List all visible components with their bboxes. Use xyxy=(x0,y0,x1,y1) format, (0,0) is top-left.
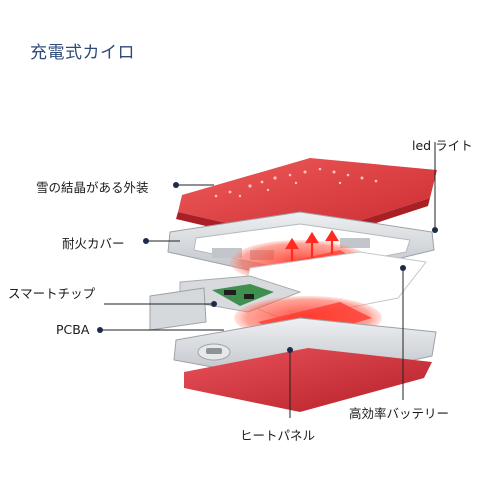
label-heat-panel: ヒートパネル xyxy=(240,428,316,443)
label-led-light: led ライト xyxy=(412,138,473,153)
bottom-red-plate xyxy=(184,348,432,412)
label-fireproof-cover: 耐火カバー xyxy=(62,236,125,251)
label-smart-chip: スマートチップ xyxy=(8,286,96,301)
page-title: 充電式カイロ xyxy=(30,43,135,63)
label-pcba: PCBA xyxy=(56,322,90,337)
label-battery: 高効率バッテリー xyxy=(349,406,450,421)
heat-arrows-up xyxy=(285,229,339,262)
callout-lines xyxy=(100,142,436,418)
callout-dots xyxy=(97,182,438,353)
top-red-shell xyxy=(176,158,437,248)
label-snow-crystal-case: 雪の結晶がある外装 xyxy=(36,180,149,195)
snowflake-pattern xyxy=(214,167,378,198)
